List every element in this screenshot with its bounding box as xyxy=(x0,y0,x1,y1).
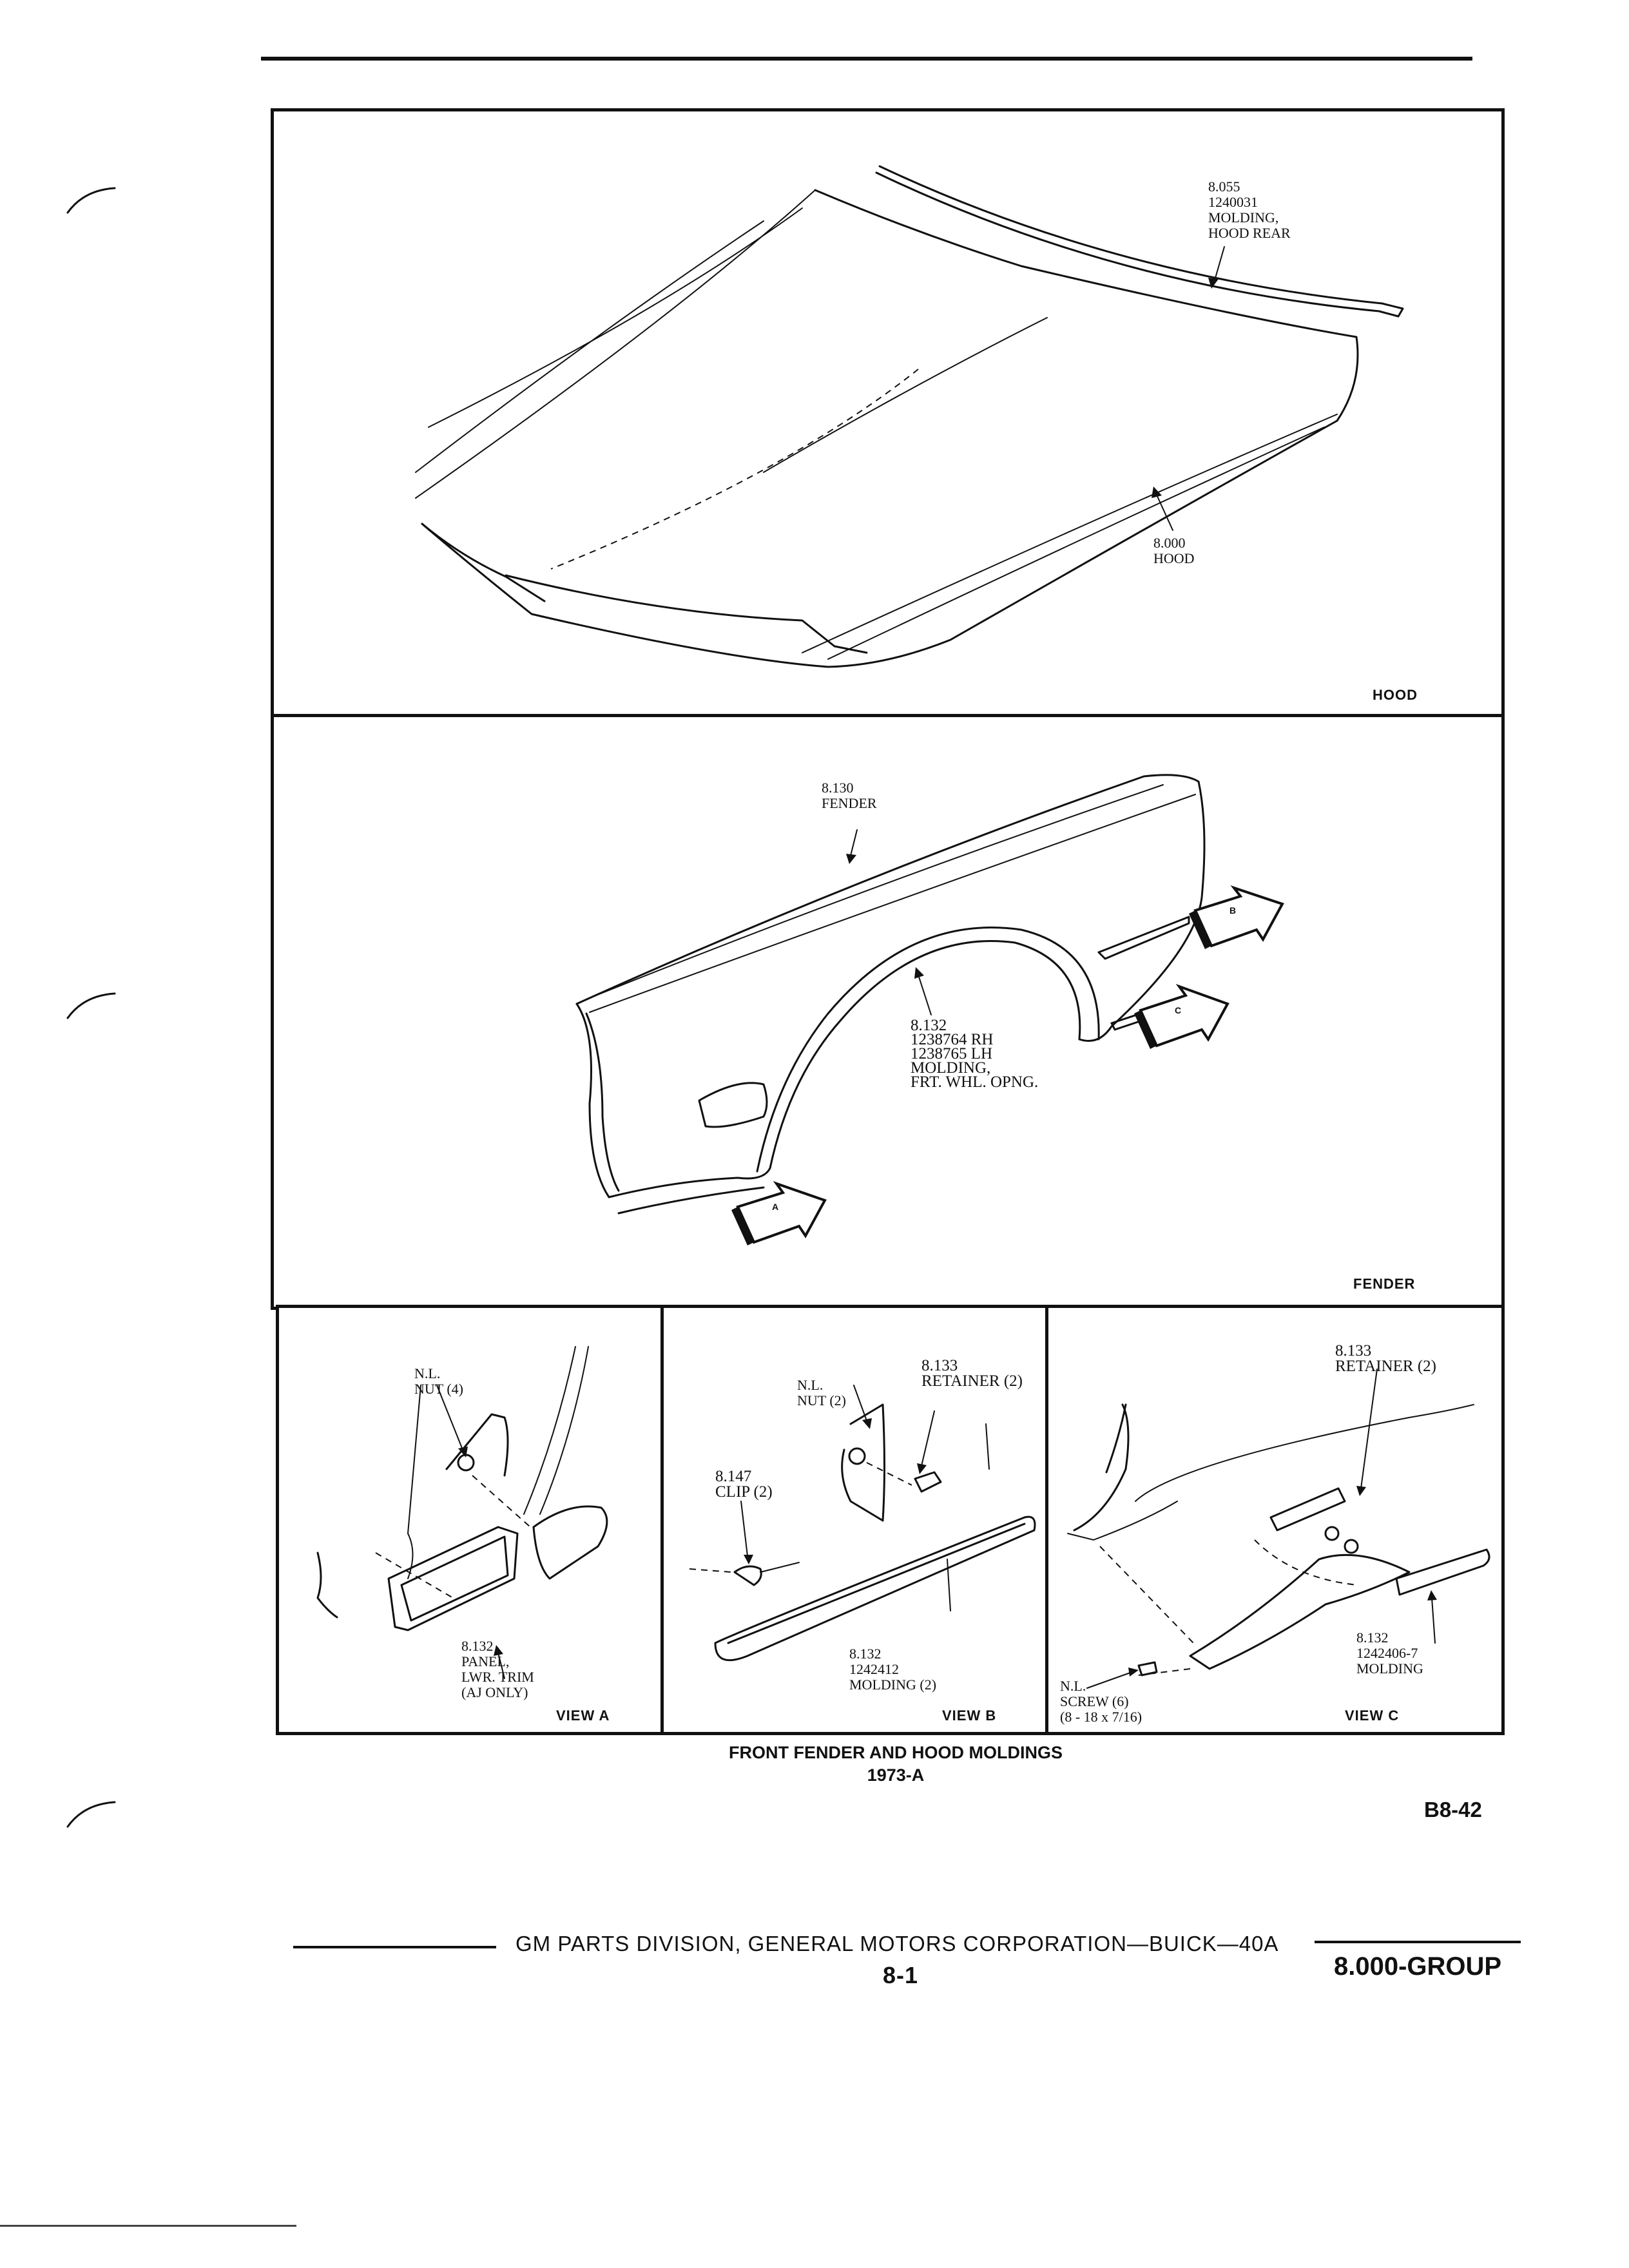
hood-panel: 8.055 1240031 MOLDING, HOOD REAR 8.000 H… xyxy=(271,108,1505,717)
view-b-molding-callout: 8.132 1242412 MOLDING (2) xyxy=(849,1646,937,1693)
figure-caption: FRONT FENDER AND HOOD MOLDINGS 1973-A xyxy=(644,1743,1147,1785)
view-c-molding-callout: 8.132 1242406-7 MOLDING xyxy=(1356,1629,1423,1677)
footer-page: 8-1 xyxy=(883,1962,919,1988)
view-marker-a: A xyxy=(772,1202,779,1212)
hood-panel-label: HOOD xyxy=(1373,687,1418,703)
fender-panel-label: FENDER xyxy=(1353,1276,1416,1292)
view-c-retainer-callout: 8.133 RETAINER (2) xyxy=(1335,1342,1436,1375)
footer-publisher: GM PARTS DIVISION, GENERAL MOTORS CORPOR… xyxy=(516,1932,1279,1956)
view-a-panel: N.L. NUT (4) 8.132 PANEL, LWR. TRIM (AJ … xyxy=(276,1305,666,1735)
view-marker-b: B xyxy=(1229,905,1237,916)
view-c-panel: 8.133 RETAINER (2) 8.132 1242406-7 MOLDI… xyxy=(1045,1305,1505,1735)
view-b-nut-callout: N.L. NUT (2) xyxy=(797,1377,846,1408)
footer-rule-left xyxy=(293,1946,496,1948)
hood-molding-callout: 8.055 1240031 MOLDING, HOOD REAR xyxy=(1208,178,1291,241)
view-a-illustration xyxy=(316,1346,608,1679)
footer-rule-right xyxy=(1315,1941,1521,1943)
view-c-screw-callout: N.L. SCREW (6) (8 - 18 x 7/16) xyxy=(1060,1678,1142,1725)
bottom-margin-rule xyxy=(0,2225,296,2227)
view-b-panel: N.L. NUT (2) 8.133 RETAINER (2) 8.147 CL… xyxy=(660,1305,1050,1735)
view-b-illustration xyxy=(689,1385,1036,1662)
view-b-clip-callout: 8.147 CLIP (2) xyxy=(715,1468,773,1501)
fender-callout: 8.130 FENDER xyxy=(822,780,877,811)
view-c-illustration xyxy=(1067,1369,1490,1689)
figure-code: B8-42 xyxy=(1424,1798,1482,1821)
view-a-label: VIEW A xyxy=(556,1707,610,1724)
view-b-retainer-callout: 8.133 RETAINER (2) xyxy=(921,1357,1023,1390)
view-a-nut-callout: N.L. NUT (4) xyxy=(414,1365,463,1397)
fender-panel: 8.130 FENDER 8.132 1238764 RH 1238765 LH… xyxy=(271,714,1505,1310)
hood-callout: 8.000 HOOD xyxy=(1153,535,1195,566)
figure-title: FRONT FENDER AND HOOD MOLDINGS xyxy=(729,1743,1063,1762)
figure-subtitle: 1973-A xyxy=(867,1765,925,1785)
view-c-label: VIEW C xyxy=(1345,1707,1400,1724)
view-b-label: VIEW B xyxy=(942,1707,997,1724)
fender-illustration xyxy=(575,774,1284,1245)
view-marker-c: C xyxy=(1175,1005,1182,1015)
top-rule xyxy=(261,57,1472,61)
binder-marks xyxy=(66,187,116,1828)
view-a-panel-callout: 8.132 PANEL, LWR. TRIM (AJ ONLY) xyxy=(461,1638,534,1700)
wheel-opening-molding-callout: 8.132 1238764 RH 1238765 LH MOLDING, FRT… xyxy=(911,1017,1039,1091)
hood-illustration xyxy=(415,165,1404,668)
footer-group: 8.000-GROUP xyxy=(1334,1952,1502,1981)
